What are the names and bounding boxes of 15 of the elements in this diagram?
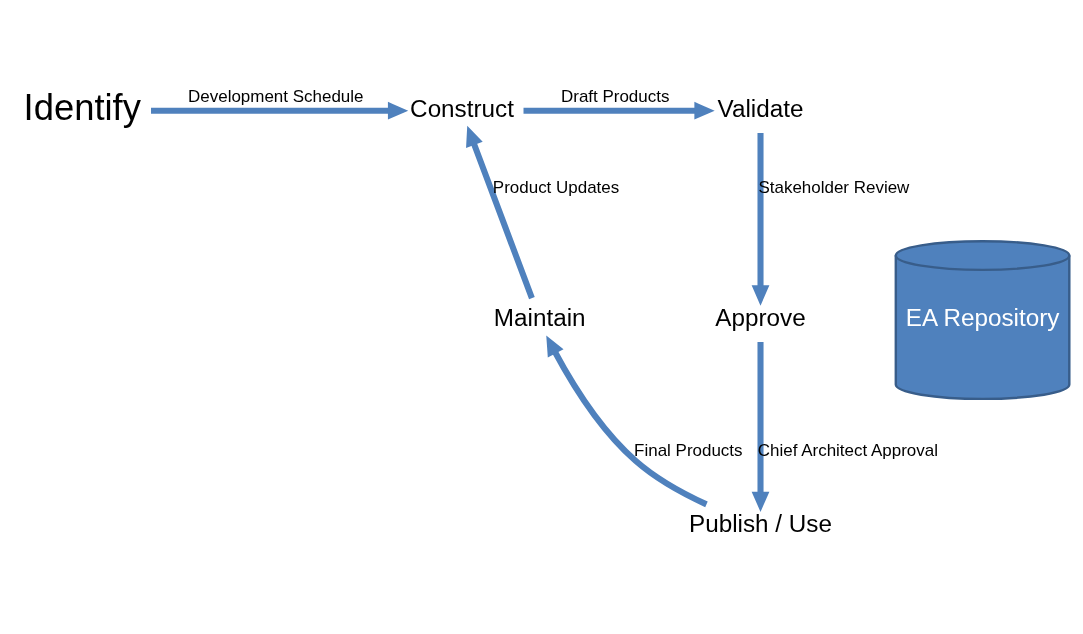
arrow — [466, 125, 535, 300]
arrow — [523, 101, 715, 120]
edge-label: Product Updates — [492, 177, 620, 197]
arrow — [546, 335, 708, 508]
node-text: Approve — [715, 304, 806, 332]
edge-label: Draft Products — [560, 87, 670, 107]
node-text: Maintain — [493, 304, 586, 332]
edge-label: Development Schedule — [188, 87, 364, 107]
node-text: Validate — [717, 94, 804, 122]
node-text: Identify — [23, 86, 141, 128]
arrow — [751, 132, 770, 306]
arrow — [751, 341, 770, 512]
node-text: Construct — [410, 94, 514, 122]
edge-label: Final Products — [634, 441, 743, 461]
node-text: Publish / Use — [689, 510, 832, 538]
